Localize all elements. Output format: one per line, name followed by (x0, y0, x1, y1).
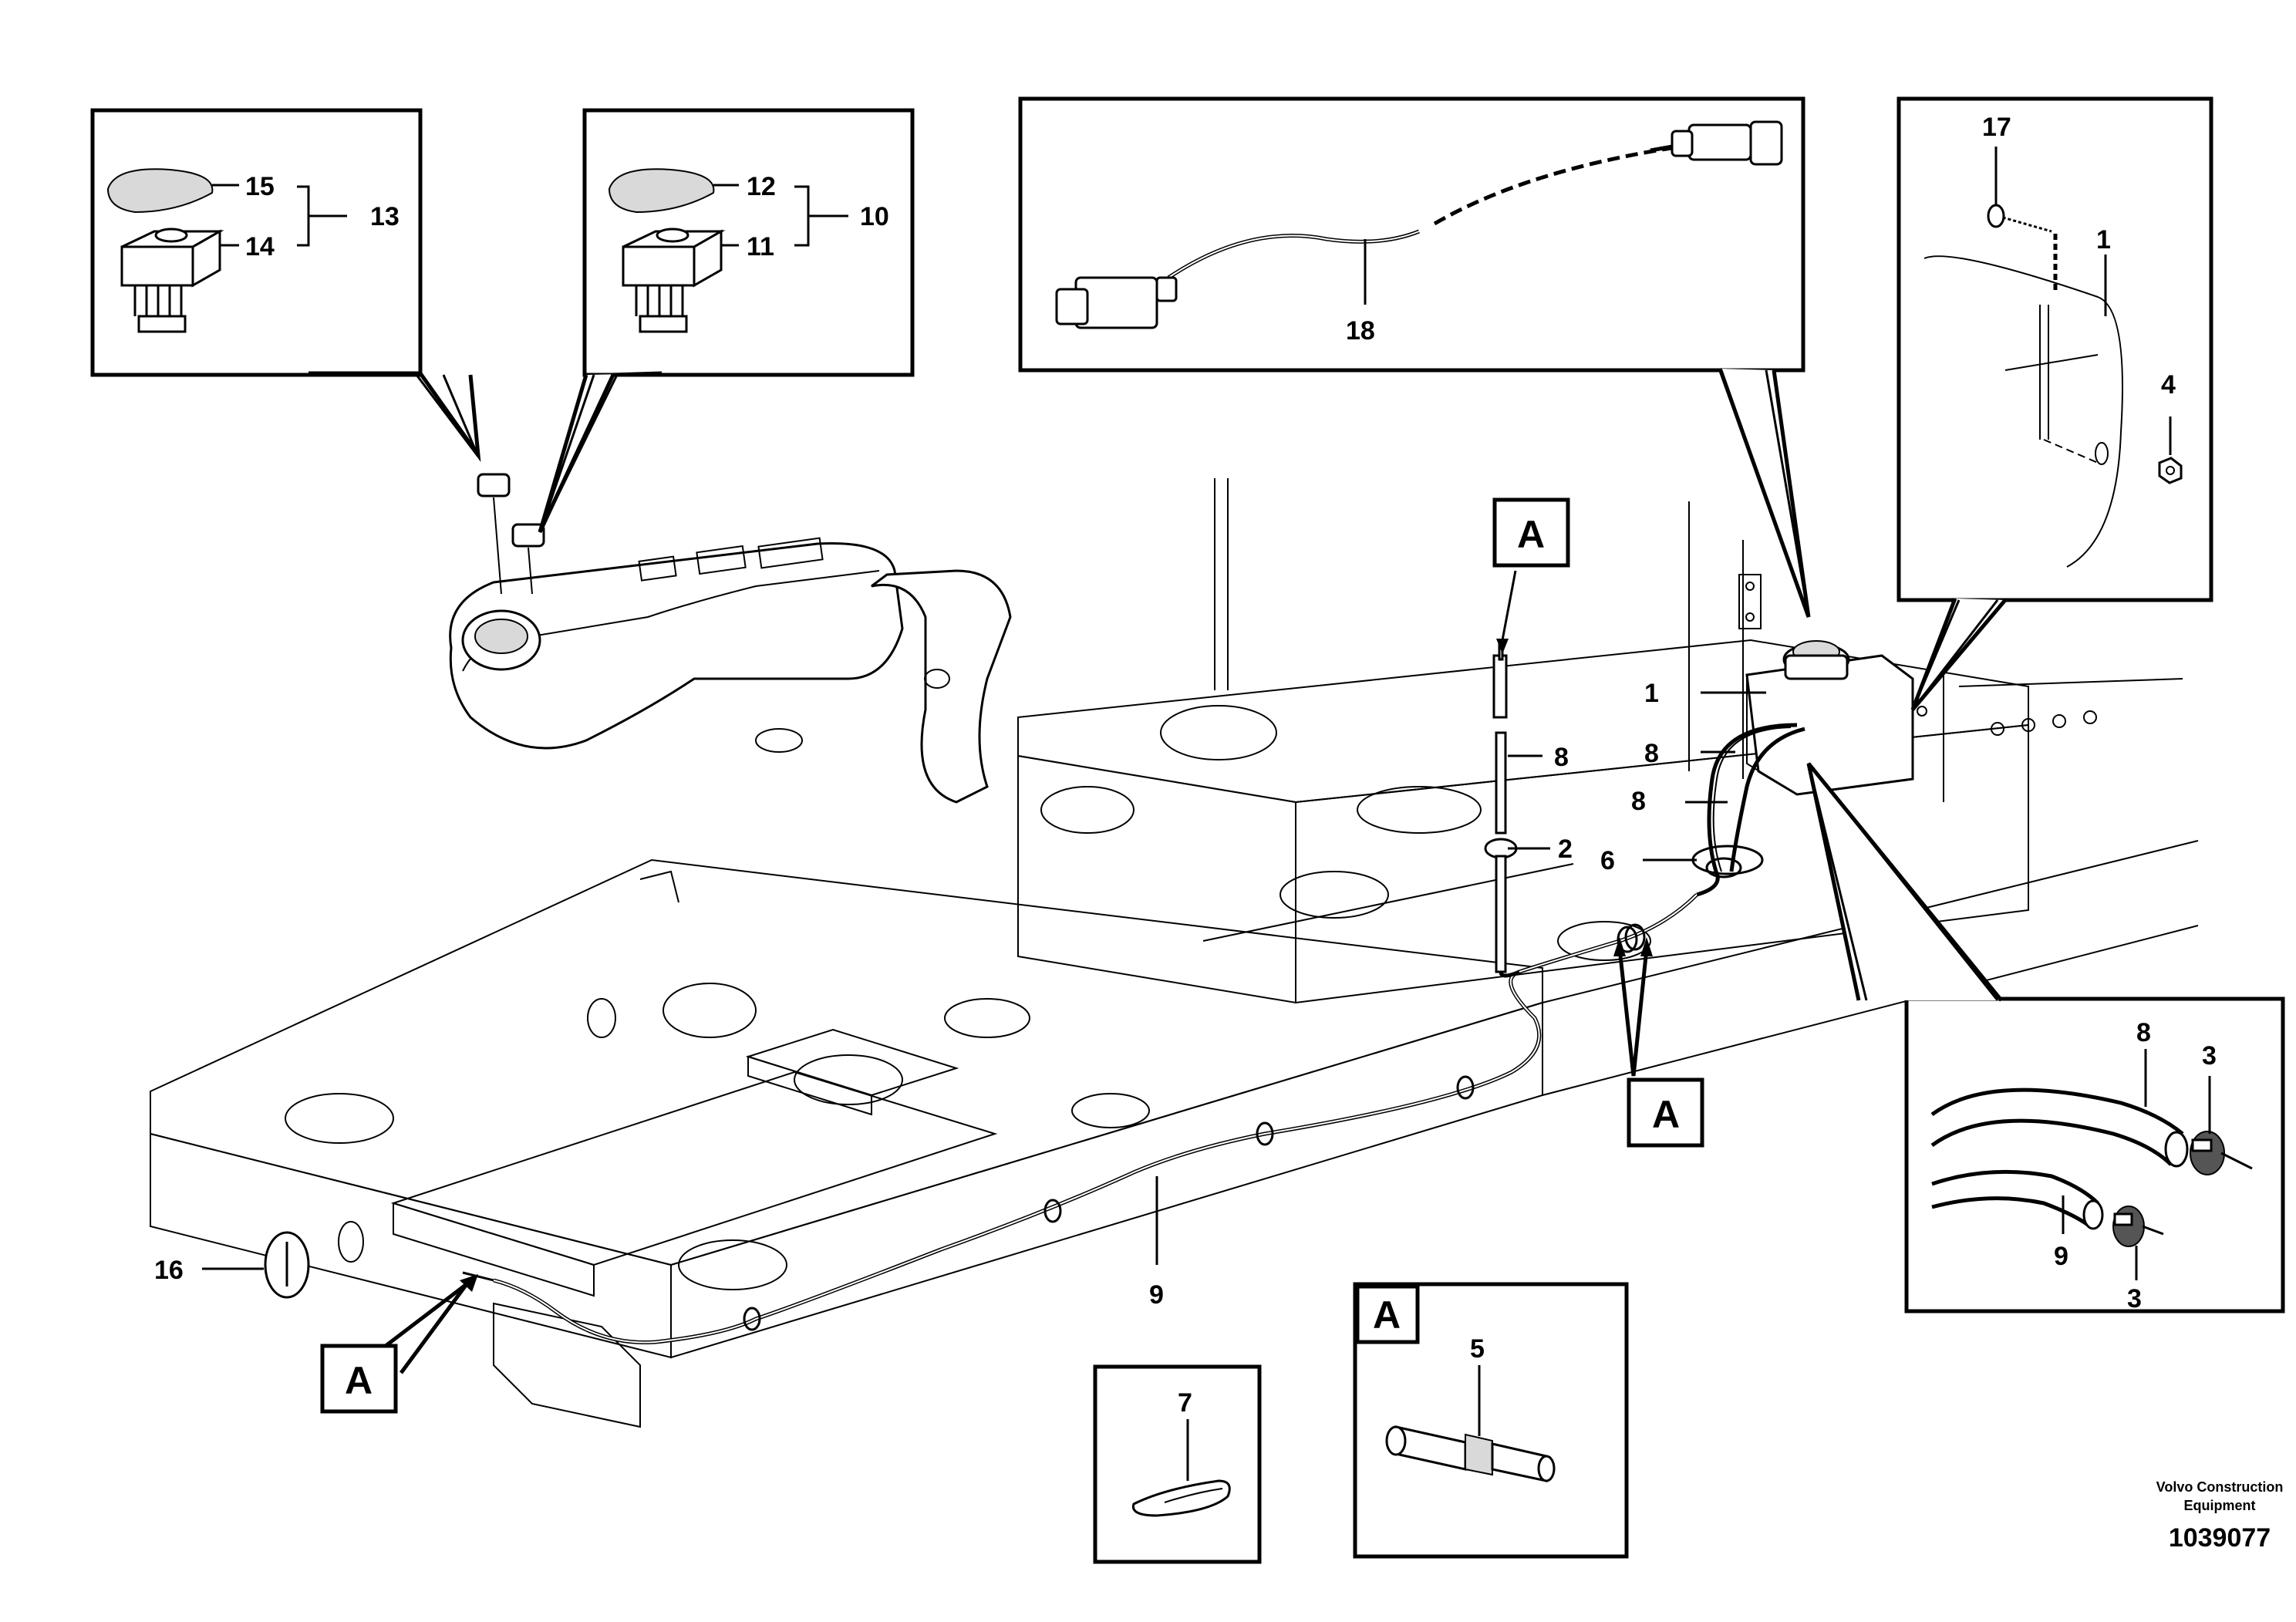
washer-reservoir (1745, 640, 1927, 796)
view-label-a-left: A (345, 1359, 373, 1402)
callout-7: 7 (1178, 1388, 1192, 1418)
view-label-a-right: A (1652, 1093, 1680, 1136)
company-name-line1: Volvo Construction (2156, 1479, 2284, 1495)
washer-nozzle-assembly (1484, 639, 1520, 978)
callout-4: 4 (2161, 370, 2176, 400)
grommet-16 (202, 1231, 310, 1299)
company-name-line2: Equipment (2184, 1498, 2256, 1513)
view-label-a-nozzle: A (1373, 1293, 1401, 1337)
callout-3-upper: 3 (2202, 1041, 2217, 1071)
callout-17: 17 (1982, 113, 2011, 142)
main-leader-lines (1155, 691, 1766, 1265)
detail-box-switch-13 (90, 108, 481, 463)
view-marker-labels: A A A A (345, 513, 1680, 1402)
detail-box-switch-10 (538, 108, 915, 534)
callout-15: 15 (245, 172, 275, 201)
detail-box-mounting (1896, 96, 2213, 711)
callout-8-detail: 8 (2136, 1018, 2151, 1047)
callout-1-detail: 1 (2096, 225, 2111, 255)
callout-13: 13 (370, 202, 400, 231)
callout-10: 10 (860, 202, 889, 231)
callout-12: 12 (747, 172, 776, 201)
callout-8-upper: 8 (1644, 739, 1659, 768)
detail-box-harness-18 (1018, 96, 1811, 618)
washer-hoses (1691, 723, 1805, 897)
callout-2: 2 (1558, 835, 1573, 864)
harness-connector-right (1687, 123, 1752, 161)
callout-3-lower: 3 (2127, 1284, 2142, 1313)
callout-8-nozzle: 8 (1554, 743, 1569, 772)
callout-5: 5 (1470, 1334, 1485, 1364)
detail-box-nozzle-5 (1353, 1282, 1629, 1559)
console-switch-13 (477, 473, 511, 497)
detail-box-clips (1806, 762, 2285, 1313)
drawing-number: 1039077 (2169, 1523, 2271, 1553)
callout-18: 18 (1346, 316, 1375, 346)
callout-9: 9 (1149, 1280, 1164, 1310)
callout-16: 16 (154, 1256, 184, 1285)
callout-6: 6 (1600, 846, 1615, 875)
callout-labels: 15 14 13 12 11 10 18 17 1 4 1 8 8 6 8 2 … (154, 113, 2217, 1418)
lower-frame-structure (150, 840, 2199, 1428)
view-marker-a-right (1613, 937, 1704, 1148)
callout-11: 11 (747, 232, 774, 261)
footer: Volvo Construction Equipment 1039077 (2156, 1479, 2284, 1553)
console-switch-10 (511, 523, 545, 548)
detail-box-cable-tie-7 (1093, 1364, 1262, 1564)
operator-console (449, 473, 1012, 804)
view-marker-a-left (320, 1274, 478, 1414)
callout-9-detail: 9 (2054, 1242, 2068, 1271)
view-label-a-top: A (1517, 513, 1545, 556)
view-marker-a-top (1492, 497, 1570, 654)
callout-8-lower: 8 (1631, 787, 1646, 816)
callout-1: 1 (1644, 679, 1659, 708)
washer-tube-9 (462, 893, 1698, 1344)
callout-14: 14 (245, 232, 275, 261)
switch-cap-12 (608, 168, 715, 214)
switch-cap-15 (106, 168, 214, 214)
